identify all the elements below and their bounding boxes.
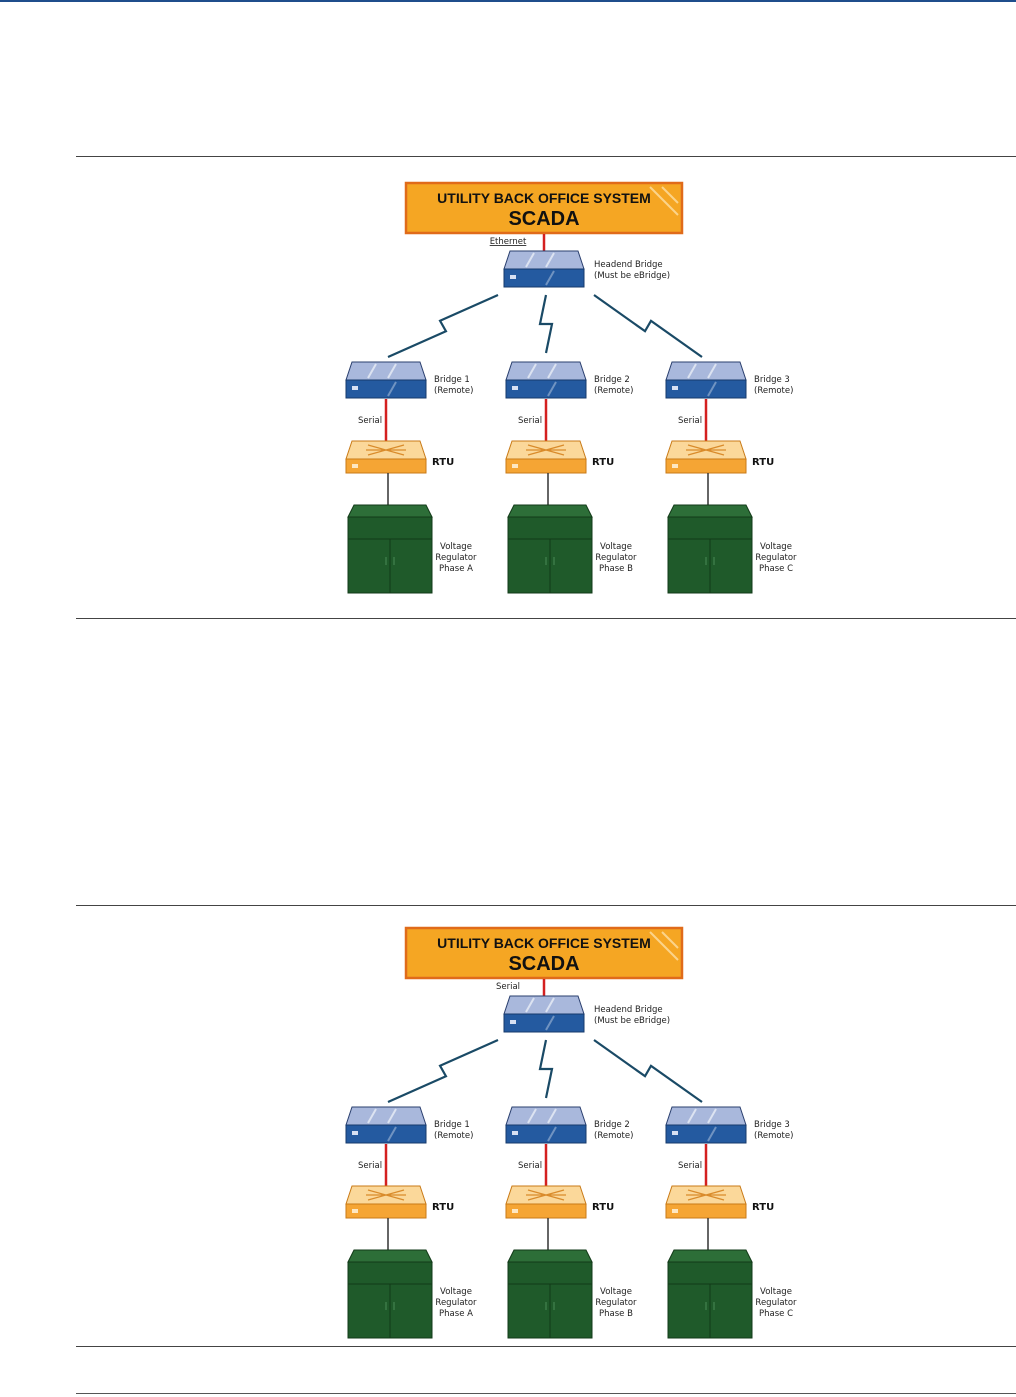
banner-title: UTILITY BACK OFFICE SYSTEM: [437, 935, 651, 951]
regulator-2-label-line3: Phase B: [599, 1309, 633, 1319]
banner-subtitle: SCADA: [508, 208, 579, 230]
bridge-1-label-line2: (Remote): [434, 1131, 473, 1141]
headend-bridge-icon: [503, 250, 585, 288]
serial-label-3: Serial: [678, 416, 702, 426]
rtu-1-label: RTU: [432, 457, 454, 468]
regulator-1-label-line1: Voltage: [440, 1287, 472, 1297]
banner-title: UTILITY BACK OFFICE SYSTEM: [437, 190, 651, 206]
headend-label-line2: (Must be eBridge): [594, 271, 670, 281]
regulator-3-label-line3: Phase C: [759, 1309, 793, 1319]
rtu-2-icon: [505, 440, 587, 474]
regulator-3-label-line2: Regulator: [755, 1298, 797, 1308]
rtu-1-icon: [345, 440, 427, 474]
bridge-3-icon: [665, 361, 747, 399]
serial-label-1: Serial: [358, 416, 382, 426]
bridge-1-icon: [345, 361, 427, 399]
rtu-2-icon: [505, 1185, 587, 1219]
bridge-3-label-line1: Bridge 3: [754, 1120, 790, 1130]
wireless-link-2: [538, 1039, 554, 1099]
voltage-regulator-2-icon: [507, 1249, 593, 1339]
wireless-link-3: [593, 1039, 703, 1103]
voltage-regulator-1-icon: [347, 1249, 433, 1339]
regulator-2-label-line2: Regulator: [595, 1298, 637, 1308]
rtu-2-label: RTU: [592, 1202, 614, 1213]
wireless-link-1: [387, 1038, 499, 1104]
rtu-3-icon: [665, 440, 747, 474]
rtu-1-icon: [345, 1185, 427, 1219]
bridge-2-label-line1: Bridge 2: [594, 1120, 630, 1130]
regulator-3-label-line2: Regulator: [755, 553, 797, 563]
serial-label-1: Serial: [358, 1161, 382, 1171]
rtu-1-label: RTU: [432, 1202, 454, 1213]
serial-label-3: Serial: [678, 1161, 702, 1171]
regulator-1-label-line3: Phase A: [439, 1309, 473, 1319]
scada-banner: UTILITY BACK OFFICE SYSTEM SCADA: [404, 181, 684, 235]
regulator-2-label-line2: Regulator: [595, 553, 637, 563]
regulator-2-label-line1: Voltage: [600, 1287, 632, 1297]
bridge-3-label-line1: Bridge 3: [754, 375, 790, 385]
bridge-1-label-line1: Bridge 1: [434, 375, 470, 385]
bridge-3-label-line2: (Remote): [754, 1131, 793, 1141]
rtu-3-label: RTU: [752, 1202, 774, 1213]
voltage-regulator-1-icon: [347, 504, 433, 594]
regulator-1-label-line1: Voltage: [440, 542, 472, 552]
figure-1-top-rule: [76, 156, 1016, 157]
bridge-2-label-line1: Bridge 2: [594, 375, 630, 385]
rtu-2-label: RTU: [592, 457, 614, 468]
bridge-3-label-line2: (Remote): [754, 386, 793, 396]
headend-bridge-icon: [503, 995, 585, 1033]
uplink-label: Ethernet: [490, 237, 527, 247]
bridge-2-icon: [505, 1106, 587, 1144]
header-rule: [0, 0, 1016, 2]
bridge-1-icon: [345, 1106, 427, 1144]
voltage-regulator-3-icon: [667, 1249, 753, 1339]
regulator-3-label-line1: Voltage: [760, 1287, 792, 1297]
footer-rule: [76, 1393, 1016, 1394]
regulator-3-label-line1: Voltage: [760, 542, 792, 552]
bridge-2-label-line2: (Remote): [594, 386, 633, 396]
scada-serial-diagram: UTILITY BACK OFFICE SYSTEMSCADASerialHea…: [345, 926, 797, 1339]
serial-label-2: Serial: [518, 1161, 542, 1171]
headend-label-line1: Headend Bridge: [594, 1005, 663, 1015]
bridge-2-icon: [505, 361, 587, 399]
banner-subtitle: SCADA: [508, 953, 579, 975]
wireless-link-1: [387, 293, 499, 359]
voltage-regulator-2-icon: [507, 504, 593, 594]
scada-ethernet-diagram: UTILITY BACK OFFICE SYSTEM SCADA EthernetH…: [345, 181, 797, 594]
figure-1-bottom-rule: [76, 618, 1016, 619]
regulator-2-label-line1: Voltage: [600, 542, 632, 552]
bridge-2-label-line2: (Remote): [594, 1131, 633, 1141]
figure-2-top-rule: [76, 905, 1016, 906]
bridge-3-icon: [665, 1106, 747, 1144]
uplink-label: Serial: [496, 982, 520, 992]
regulator-3-label-line3: Phase C: [759, 564, 793, 574]
regulator-1-label-line2: Regulator: [435, 1298, 477, 1308]
bridge-1-label-line1: Bridge 1: [434, 1120, 470, 1130]
bridge-1-label-line2: (Remote): [434, 386, 473, 396]
headend-label-line2: (Must be eBridge): [594, 1016, 670, 1026]
wireless-link-2: [538, 294, 554, 354]
figure-2-bottom-rule: [76, 1346, 1016, 1347]
voltage-regulator-3-icon: [667, 504, 753, 594]
regulator-1-label-line2: Regulator: [435, 553, 477, 563]
headend-label-line1: Headend Bridge: [594, 260, 663, 270]
regulator-2-label-line3: Phase B: [599, 564, 633, 574]
rtu-3-icon: [665, 1185, 747, 1219]
regulator-1-label-line3: Phase A: [439, 564, 473, 574]
scada-banner: UTILITY BACK OFFICE SYSTEM SCADA: [404, 926, 684, 980]
wireless-link-3: [593, 294, 703, 358]
serial-label-2: Serial: [518, 416, 542, 426]
rtu-3-label: RTU: [752, 457, 774, 468]
